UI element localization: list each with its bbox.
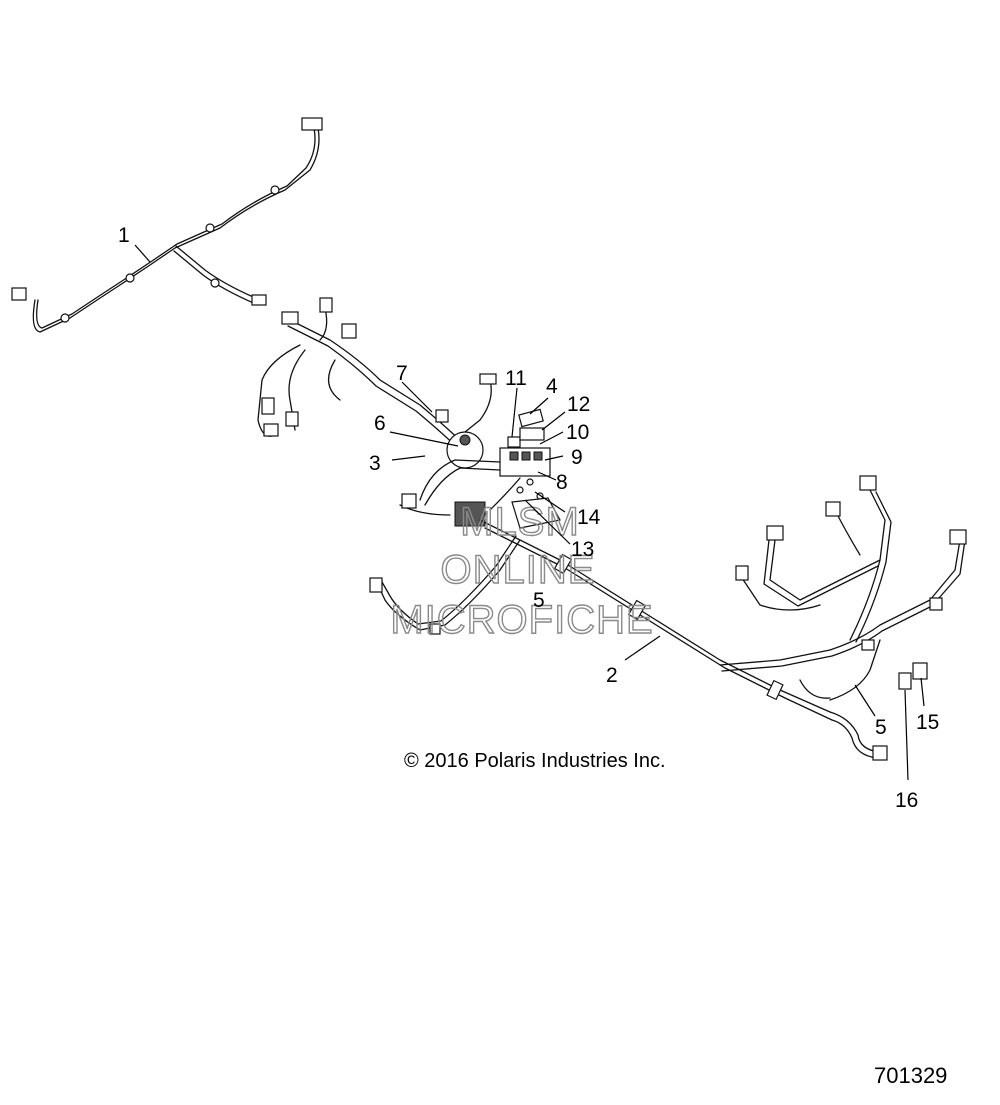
connector-icon xyxy=(301,117,323,131)
callout-5-right: 5 xyxy=(875,716,887,739)
harness-1 xyxy=(11,117,323,333)
callouts: 1 2 3 4 5 5 6 7 8 9 10 11 12 13 14 15 16 xyxy=(118,224,939,812)
callout-2: 2 xyxy=(606,664,618,687)
callout-1: 1 xyxy=(118,224,130,247)
harness-2 xyxy=(479,519,888,761)
watermark-line-1: MLSM xyxy=(460,500,580,544)
callout-3: 3 xyxy=(369,452,381,475)
callout-16: 16 xyxy=(895,789,918,812)
callout-5-left: 5 xyxy=(533,589,545,612)
callout-13: 13 xyxy=(571,538,594,561)
copyright-notice: © 2016 Polaris Industries Inc. xyxy=(404,750,666,772)
watermark-line-2: ONLINE xyxy=(441,548,596,592)
callout-12: 12 xyxy=(567,393,590,416)
central-junction xyxy=(399,408,561,529)
callout-15: 15 xyxy=(916,711,939,734)
connector-icon xyxy=(251,294,267,306)
connector-16-icon xyxy=(898,672,912,690)
callout-7: 7 xyxy=(396,362,408,385)
diagram-number: 701329 xyxy=(874,1063,947,1088)
leader-lines xyxy=(134,244,925,781)
harness-upper-middle xyxy=(257,297,497,457)
watermark: MLSM ONLINE MICROFICHE xyxy=(390,499,654,642)
callout-9: 9 xyxy=(571,446,583,469)
callout-14: 14 xyxy=(577,506,601,529)
connector-icon xyxy=(11,287,27,301)
callout-11: 11 xyxy=(505,367,527,390)
watermark-line-3: MICROFICHE xyxy=(390,598,653,642)
connector-15-icon xyxy=(912,662,928,680)
harness-5-left xyxy=(369,535,521,635)
harness-right xyxy=(719,475,967,701)
callout-6: 6 xyxy=(374,412,386,435)
callout-8: 8 xyxy=(556,471,568,494)
callout-10: 10 xyxy=(566,421,589,444)
callout-4: 4 xyxy=(546,375,558,398)
